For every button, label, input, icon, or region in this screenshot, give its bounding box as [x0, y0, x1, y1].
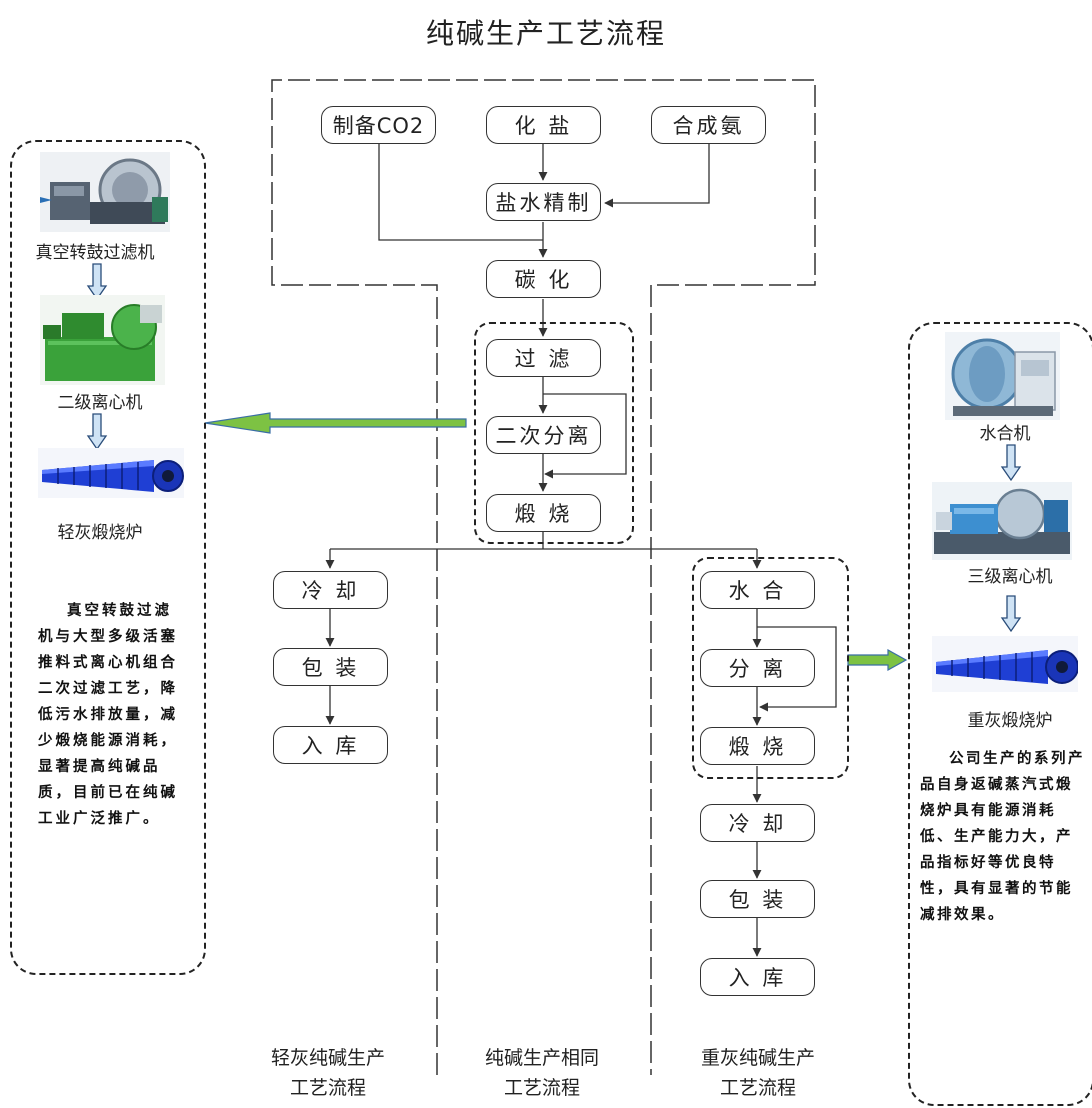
light-column-label-line2: 工艺流程: [289, 1077, 366, 1099]
heavy-step-separation-label: 分 离: [728, 657, 787, 681]
light-step-packing: 包 装: [273, 648, 388, 686]
common-column-label-line1: 纯碱生产相同: [484, 1047, 599, 1069]
machine-caption-three-stage-centrifuge: 三级离心机: [967, 567, 1053, 587]
heavy-column-label: 重灰纯碱生产 工艺流程: [668, 1043, 848, 1103]
heavy-step-separation: 分 离: [700, 649, 815, 687]
light-step-storage: 入 库: [273, 726, 388, 764]
heavy-column-label-line2: 工艺流程: [719, 1077, 796, 1099]
step-synthesize-ammonia: 合成氨: [651, 106, 766, 144]
step-filtration: 过 滤: [486, 339, 601, 377]
arrow-to-left-panel: [204, 412, 467, 434]
step-brine-refining: 盐水精制: [486, 183, 601, 221]
right-panel-description: 公司生产的系列产品自身返碱蒸汽式煅烧炉具有能源消耗低、生产能力大，产品指标好等优…: [920, 750, 1085, 923]
vacuum-drum-filter-image: [40, 152, 170, 232]
step-synthesize-ammonia-label: 合成氨: [672, 114, 745, 138]
step-carbonization: 碳 化: [486, 260, 601, 298]
arrow-to-right-panel: [847, 648, 908, 672]
heavy-ash-calciner-image: [932, 636, 1078, 692]
heavy-ash-equipment-panel: [908, 322, 1092, 1106]
step-filtration-label: 过 滤: [514, 347, 573, 371]
heavy-column-label-line1: 重灰纯碱生产: [700, 1047, 815, 1069]
light-ash-equipment-panel: [10, 140, 206, 975]
light-column-label-line1: 轻灰纯碱生产: [270, 1047, 385, 1069]
heavy-step-calcination: 煅 烧: [700, 727, 815, 765]
light-step-cooling-label: 冷 却: [301, 579, 360, 603]
machine-caption-two-stage-centrifuge: 二级离心机: [57, 393, 143, 413]
step-dissolve-salt-label: 化 盐: [514, 114, 573, 138]
common-column-label-line2: 工艺流程: [503, 1077, 580, 1099]
step-carbonization-label: 碳 化: [514, 268, 573, 292]
heavy-step-storage: 入 库: [700, 958, 815, 996]
three-stage-centrifuge-image: [932, 482, 1072, 560]
light-column-label: 轻灰纯碱生产 工艺流程: [238, 1043, 418, 1103]
common-process-outline: [271, 79, 816, 1075]
heavy-step-storage-label: 入 库: [728, 966, 787, 990]
heavy-step-packing-label: 包 装: [728, 888, 787, 912]
light-step-packing-label: 包 装: [301, 656, 360, 680]
step-second-separation: 二次分离: [486, 416, 601, 454]
common-column-label: 纯碱生产相同 工艺流程: [452, 1043, 632, 1103]
step-prepare-co2-label: 制备CO2: [332, 114, 425, 138]
light-ash-calciner-image: [38, 448, 184, 498]
panel-down-arrows: [86, 263, 1022, 633]
step-calcination: 煅 烧: [486, 494, 601, 532]
light-step-cooling: 冷 却: [273, 571, 388, 609]
heavy-step-calcination-label: 煅 烧: [728, 735, 787, 759]
left-panel-description: 真空转鼓过滤机与大型多级活塞推料式离心机组合二次过滤工艺，降低污水排放量，减少煅…: [38, 602, 178, 827]
machine-caption-hydrator: 水合机: [979, 424, 1031, 444]
light-step-storage-label: 入 库: [301, 734, 360, 758]
machine-caption-light-ash-calciner: 轻灰煅烧炉: [57, 523, 143, 543]
step-second-separation-label: 二次分离: [495, 424, 592, 448]
two-stage-centrifuge-image: [40, 295, 165, 385]
step-dissolve-salt: 化 盐: [486, 106, 601, 144]
heavy-step-packing: 包 装: [700, 880, 815, 918]
heavy-step-cooling-label: 冷 却: [728, 812, 787, 836]
filtration-group: [474, 322, 634, 544]
heavy-step-hydration: 水 合: [700, 571, 815, 609]
heavy-step-hydration-label: 水 合: [728, 579, 787, 603]
machine-caption-vacuum-drum-filter: 真空转鼓过滤机: [35, 243, 155, 263]
step-calcination-label: 煅 烧: [514, 502, 573, 526]
hydrator-image: [945, 332, 1060, 420]
step-prepare-co2: 制备CO2: [321, 106, 436, 144]
hydration-group: [692, 557, 849, 779]
heavy-step-cooling: 冷 却: [700, 804, 815, 842]
step-brine-refining-label: 盐水精制: [495, 191, 592, 215]
diagram-title: 纯碱生产工艺流程: [425, 17, 666, 50]
machine-caption-heavy-ash-calciner: 重灰煅烧炉: [967, 711, 1053, 731]
